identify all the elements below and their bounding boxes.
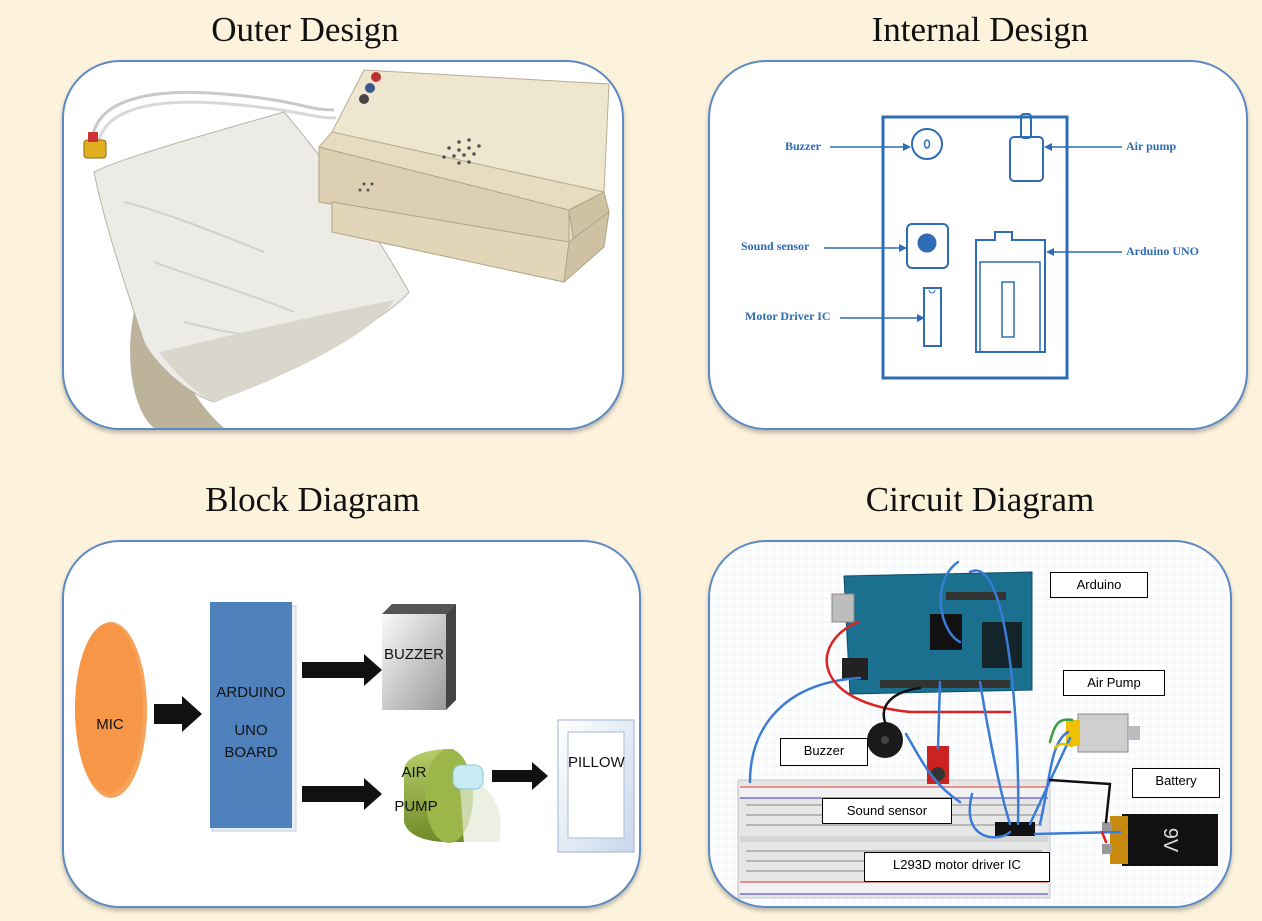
internal-design-panel: Buzzer Air pump Sound sensor Arduino UNO… bbox=[708, 60, 1248, 430]
buzzer-callout: Buzzer bbox=[780, 738, 868, 766]
air-pump-callout: Air Pump bbox=[1063, 670, 1165, 696]
pillow-device-illustration bbox=[83, 69, 610, 428]
motor-driver-callout: L293D motor driver IC bbox=[864, 852, 1050, 882]
internal-design-title: Internal Design bbox=[871, 10, 1089, 49]
block-diagram-panel: MIC ARDUINO UNO BOARD BUZZER AIR PUMP PI… bbox=[62, 540, 641, 908]
battery-voltage-text: 9V bbox=[1159, 827, 1181, 853]
sound-sensor-callout: Sound sensor bbox=[822, 798, 952, 824]
arduino-block-line1: ARDUINO bbox=[216, 684, 286, 701]
circuit-diagram-panel: 9V Arduino Air Pump Buzzer Battery Sound… bbox=[708, 540, 1232, 908]
motor-driver-ic-label: Motor Driver IC bbox=[745, 309, 831, 323]
pillow-block-label: PILLOW bbox=[568, 754, 625, 771]
circuit-diagram-title: Circuit Diagram bbox=[865, 480, 1095, 519]
sound-sensor-label: Sound sensor bbox=[741, 239, 810, 253]
arduino-block-line2: UNO BOARD bbox=[224, 722, 278, 761]
block-diagram-shapes bbox=[75, 602, 635, 853]
arduino-callout: Arduino bbox=[1050, 572, 1148, 598]
battery-callout: Battery bbox=[1132, 768, 1220, 798]
mic-block-label: MIC bbox=[96, 716, 124, 733]
block-diagram-title: Block Diagram bbox=[205, 480, 420, 519]
air-pump-block-line2: PUMP bbox=[394, 798, 438, 815]
internal-layout-drawing bbox=[824, 113, 1122, 380]
outer-design-title: Outer Design bbox=[211, 10, 399, 49]
air-pump-label: Air pump bbox=[1126, 139, 1177, 153]
air-pump-block-line1: AIR bbox=[401, 764, 427, 781]
arduino-uno-label: Arduino UNO bbox=[1126, 244, 1200, 258]
buzzer-block-label: BUZZER bbox=[384, 646, 444, 663]
outer-design-panel bbox=[62, 60, 624, 430]
buzzer-label: Buzzer bbox=[785, 139, 821, 153]
